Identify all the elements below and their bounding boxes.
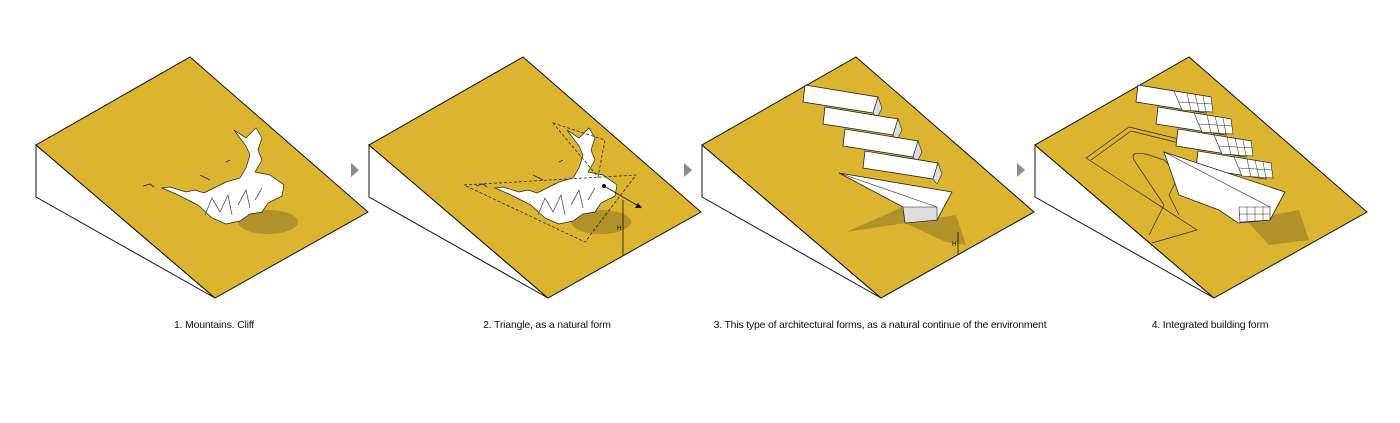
panel-integrated-building <box>1034 56 1368 299</box>
height-label: H <box>617 226 621 232</box>
triangular-wedge-building <box>1163 151 1286 224</box>
building-shadow <box>846 207 905 232</box>
panel-mountains-cliff <box>35 56 369 299</box>
dashed-triangle-large <box>463 174 637 243</box>
step-1-caption: 1. Mountains. Cliff <box>173 319 255 331</box>
height-label: H <box>952 242 956 248</box>
stepped-building-blocks <box>1135 84 1274 180</box>
step-3-caption: 3. This type of architectural forms, as … <box>713 319 1047 331</box>
sloped-ground-slab <box>368 56 702 299</box>
panel-architectural-forms: H <box>701 56 1035 299</box>
sloped-ground-slab <box>35 56 369 299</box>
site-plan-outline <box>1085 126 1198 244</box>
step-4-caption: 4. Integrated building form <box>1151 319 1269 331</box>
arrow-next-icon <box>351 163 359 177</box>
arrowhead-icon <box>635 203 642 208</box>
dashed-triangle-small <box>551 122 606 178</box>
arrow-next-icon <box>684 163 692 177</box>
stepped-building-blocks <box>802 84 943 185</box>
direction-arrow <box>603 185 643 209</box>
triangular-wedge-building <box>838 172 953 224</box>
step-2-caption: 2. Triangle, as a natural form <box>483 319 611 331</box>
arrow-next-icon <box>1017 163 1025 177</box>
panel-triangle: H <box>368 56 702 299</box>
building-shadow <box>905 215 966 245</box>
